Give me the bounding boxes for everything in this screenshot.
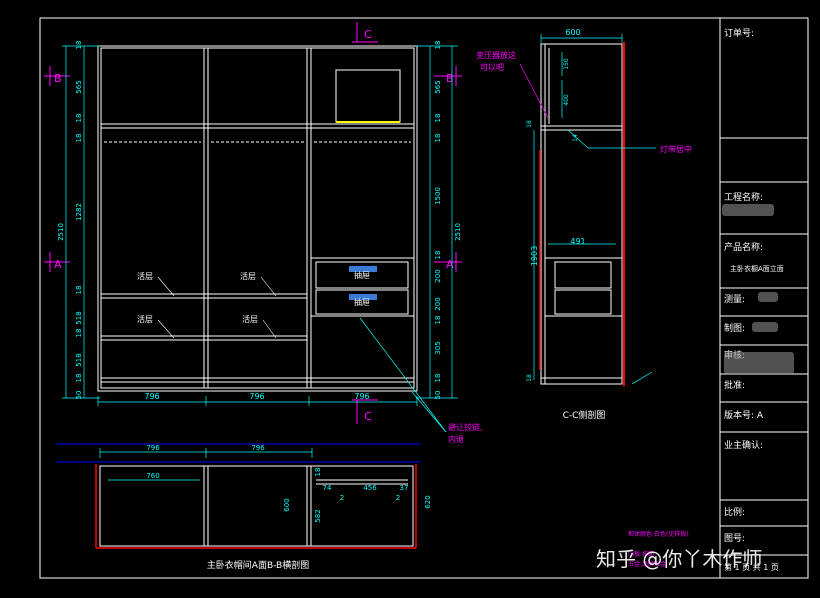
side-dim-400: 400 xyxy=(563,94,570,106)
front-elevation: 抽屉 抽屉 活层 活层 活层 活层 C C B B A A xyxy=(44,22,483,444)
plan-section-title: 主卧衣帽间A面B-B横剖图 xyxy=(207,559,309,571)
section-mark-b-left: B xyxy=(54,72,62,85)
plan-dim-r6: 2 xyxy=(340,494,344,502)
right-dim-8: 18 xyxy=(434,316,442,325)
bottom-dim-1: 796 xyxy=(249,392,264,401)
right-dim-4: 1500 xyxy=(434,187,442,205)
drawing-no-label: 图号: xyxy=(724,533,745,544)
shelf-label-2: 活层 xyxy=(240,271,256,281)
right-dim-7: 200 xyxy=(434,297,442,310)
plan-dim-top-mid: 796 xyxy=(251,444,265,452)
left-dim-4: 1282 xyxy=(75,203,83,221)
right-dim-5: 18 xyxy=(434,251,442,260)
side-dim-18: 18 xyxy=(526,120,533,128)
product-name-value: 主卧衣橱A面立面 xyxy=(730,264,784,273)
legend-note-1: 门板:按图 xyxy=(628,550,654,558)
plan-dim-r7: 2 xyxy=(396,494,400,502)
legend-note-2: 五金:品牌五金 xyxy=(628,560,666,568)
bottom-dim-0: 796 xyxy=(144,392,159,401)
right-dim-3: 18 xyxy=(434,134,442,143)
scale-label: 比例: xyxy=(724,506,745,518)
survey-label: 测量: xyxy=(724,294,745,305)
plan-dim-right: 620 xyxy=(424,495,432,508)
section-mark-a-right: A xyxy=(446,258,454,271)
side-section-cc: 600 491 1903 150 400 18 14 18 变压器放这 可以吧 … xyxy=(476,28,692,421)
plan-dim-r4: 37 xyxy=(400,484,409,492)
light-note: 灯带居中 xyxy=(660,144,692,154)
redacted-blocks xyxy=(722,204,794,374)
drawer-handle-top xyxy=(349,266,377,272)
left-dim-6: 518 xyxy=(75,311,83,324)
left-dim-1: 565 xyxy=(75,80,83,93)
right-dim-10: 18 xyxy=(434,374,442,383)
shelf-label-4: 活层 xyxy=(242,314,258,324)
legend-notes: 柜体颜色:白色(见样板) 门板:按图 五金:品牌五金 xyxy=(628,530,689,568)
plan-dim-inner: 760 xyxy=(146,472,159,480)
plan-section-bb: 796 796 760 600 18 74 456 37 582 2 2 620… xyxy=(56,443,432,571)
drawer-label-bottom: 抽屉 xyxy=(354,297,370,307)
plan-dim-top-left: 796 xyxy=(146,444,160,452)
left-dim-2: 18 xyxy=(75,114,83,123)
section-mark-b-right: B xyxy=(446,72,454,85)
plan-dim-r5: 582 xyxy=(314,509,322,522)
left-dim-10: 50 xyxy=(75,391,83,400)
right-total-dim: 2510 xyxy=(454,223,462,241)
shelf-label-3: 活层 xyxy=(137,314,153,324)
order-no-label: 订单号: xyxy=(724,27,754,39)
bottom-dim-2: 796 xyxy=(354,392,369,401)
version-label: 版本号: A xyxy=(724,409,764,421)
hinge-note-2: 内退 xyxy=(448,434,464,444)
section-mark-c-top: C xyxy=(364,28,372,41)
side-dim-14: 14 xyxy=(572,134,579,142)
plan-dim-r1: 18 xyxy=(314,468,322,477)
product-name-label: 产品名称: xyxy=(724,241,763,253)
transformer-note-2: 可以吧 xyxy=(480,63,504,72)
right-dim-1: 565 xyxy=(434,80,442,93)
plan-dim-depth: 600 xyxy=(283,498,291,511)
top-niche xyxy=(335,69,401,123)
left-dim-5: 18 xyxy=(75,286,83,295)
project-name-label: 工程名称: xyxy=(724,191,763,203)
cabinet-outline xyxy=(100,47,415,389)
transformer-note: 变压器放这 xyxy=(476,50,516,60)
side-section-title: C-C侧剖图 xyxy=(563,409,606,421)
side-dim-bottom: 18 xyxy=(526,374,533,382)
right-dim-6: 200 xyxy=(434,269,442,282)
right-dim-2: 18 xyxy=(434,114,442,123)
shelf-label-1: 活层 xyxy=(137,271,153,281)
plan-dim-r3: 456 xyxy=(363,484,377,492)
lower-drawer xyxy=(315,289,409,315)
side-height: 1903 xyxy=(530,246,539,266)
title-block-lines xyxy=(720,137,808,556)
left-dim-8: 518 xyxy=(75,353,83,366)
section-mark-c-bottom: C xyxy=(364,410,372,423)
cabinet-outer-outline xyxy=(97,45,418,392)
watermark-text: 知乎 @你丫木作师 xyxy=(596,547,762,571)
left-dim-0: 18 xyxy=(75,41,83,50)
drafter-label: 制图: xyxy=(724,322,745,334)
owner-confirm-label: 业主确认: xyxy=(724,439,763,451)
right-dim-9: 305 xyxy=(434,341,442,354)
right-dim-0: 18 xyxy=(434,41,442,50)
left-dim-7: 18 xyxy=(75,329,83,338)
legend-note-0: 柜体颜色:白色(见样板) xyxy=(628,530,689,538)
left-dim-9: 18 xyxy=(75,374,83,383)
approver-label: 批准: xyxy=(724,379,745,391)
side-dim-150: 150 xyxy=(563,58,570,70)
sheet-border xyxy=(39,17,809,579)
side-drawer-width: 491 xyxy=(570,237,585,246)
hinge-note: 避让铰链, xyxy=(448,422,483,432)
page-no-label: 第 1 页 共 1 页 xyxy=(724,562,779,572)
section-mark-a-left: A xyxy=(54,258,62,271)
plan-dim-r2: 74 xyxy=(323,484,332,492)
left-total-dim: 2510 xyxy=(57,223,65,241)
right-dim-11: 50 xyxy=(434,391,442,400)
left-dim-3: 18 xyxy=(75,134,83,143)
drawer-handle-bottom xyxy=(349,294,377,300)
drawer-label-top: 抽屉 xyxy=(354,270,370,280)
side-top-width: 600 xyxy=(565,28,580,37)
upper-drawer xyxy=(315,261,409,289)
